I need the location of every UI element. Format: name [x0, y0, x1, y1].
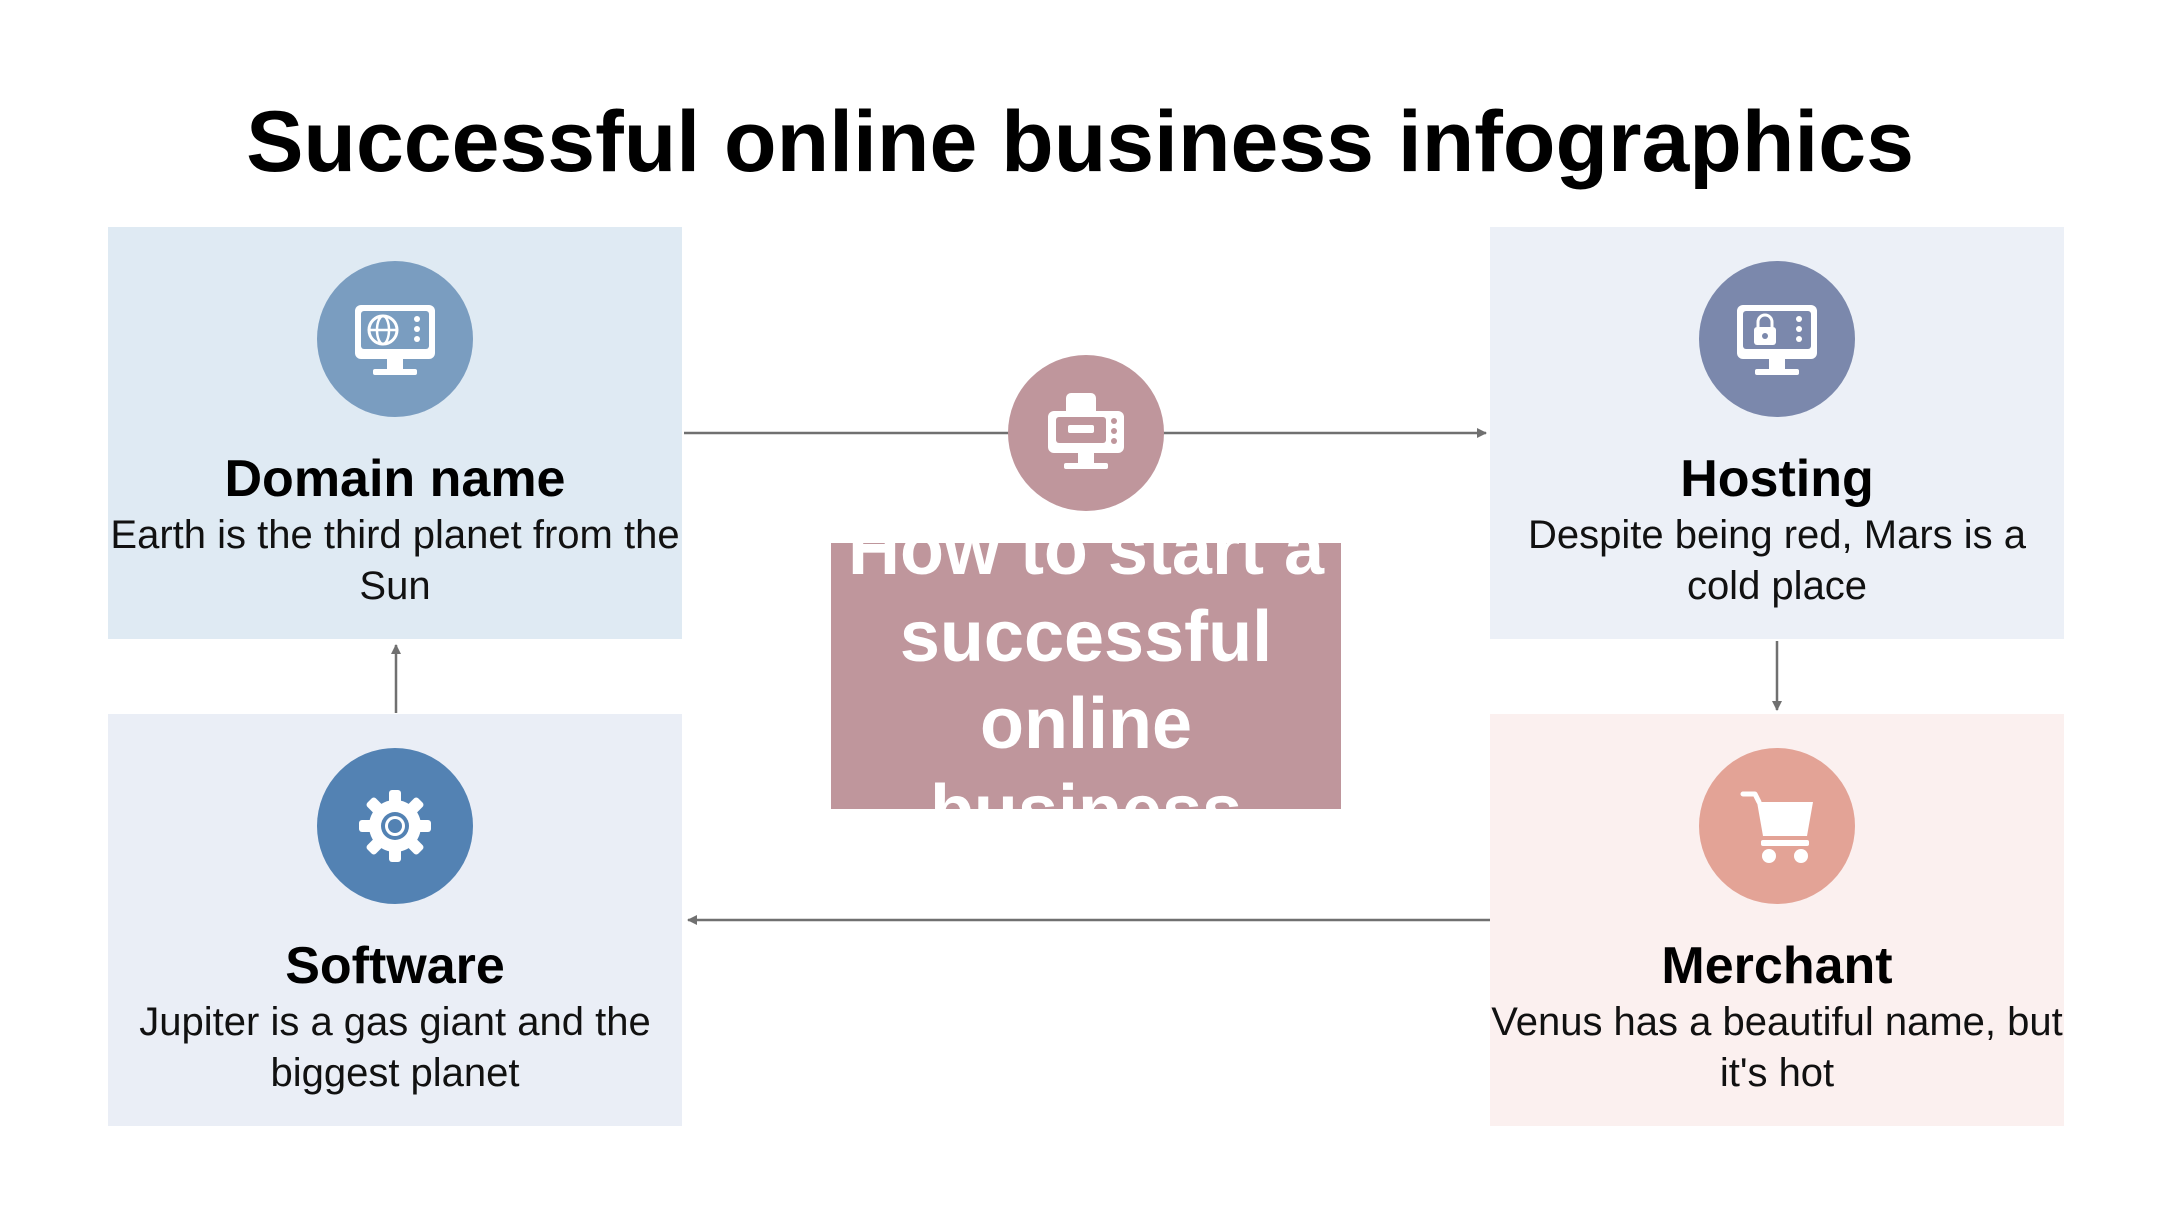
card-heading: Hosting — [1680, 450, 1874, 508]
domain-icon-circle — [317, 261, 473, 417]
center-icon-circle — [1008, 355, 1164, 511]
pos-terminal-icon — [1048, 393, 1124, 469]
shopping-cart-icon — [1740, 791, 1813, 863]
page-title: Successful online business infographics — [246, 94, 1914, 190]
card-description: Venus has a beautiful name, but it's hot — [1491, 1000, 2063, 1095]
card-description: Despite being red, Mars is a cold place — [1527, 513, 2026, 608]
center-title-box: How to start a successful online busines… — [831, 543, 1341, 809]
card-software: Software Jupiter is a gas giant and the … — [108, 714, 682, 1126]
card-heading: Software — [285, 937, 505, 995]
center-title: How to start a successful online busines… — [847, 543, 1325, 809]
card-description: Earth is the third planet from the Sun — [110, 513, 680, 608]
card-merchant: Merchant Venus has a beautiful name, but… — [1490, 714, 2064, 1126]
hosting-icon-circle — [1699, 261, 1855, 417]
card-heading: Merchant — [1661, 937, 1893, 995]
software-icon-circle — [317, 748, 473, 904]
card-domain-name: Domain name Earth is the third planet fr… — [108, 227, 682, 639]
card-heading: Domain name — [224, 450, 566, 508]
card-hosting: Hosting Despite being red, Mars is a col… — [1490, 227, 2064, 639]
merchant-icon-circle — [1699, 748, 1855, 904]
lock-monitor-icon — [1737, 305, 1817, 375]
card-description: Jupiter is a gas giant and the biggest p… — [139, 1000, 651, 1095]
gear-icon — [359, 790, 431, 862]
globe-monitor-icon — [355, 305, 435, 375]
